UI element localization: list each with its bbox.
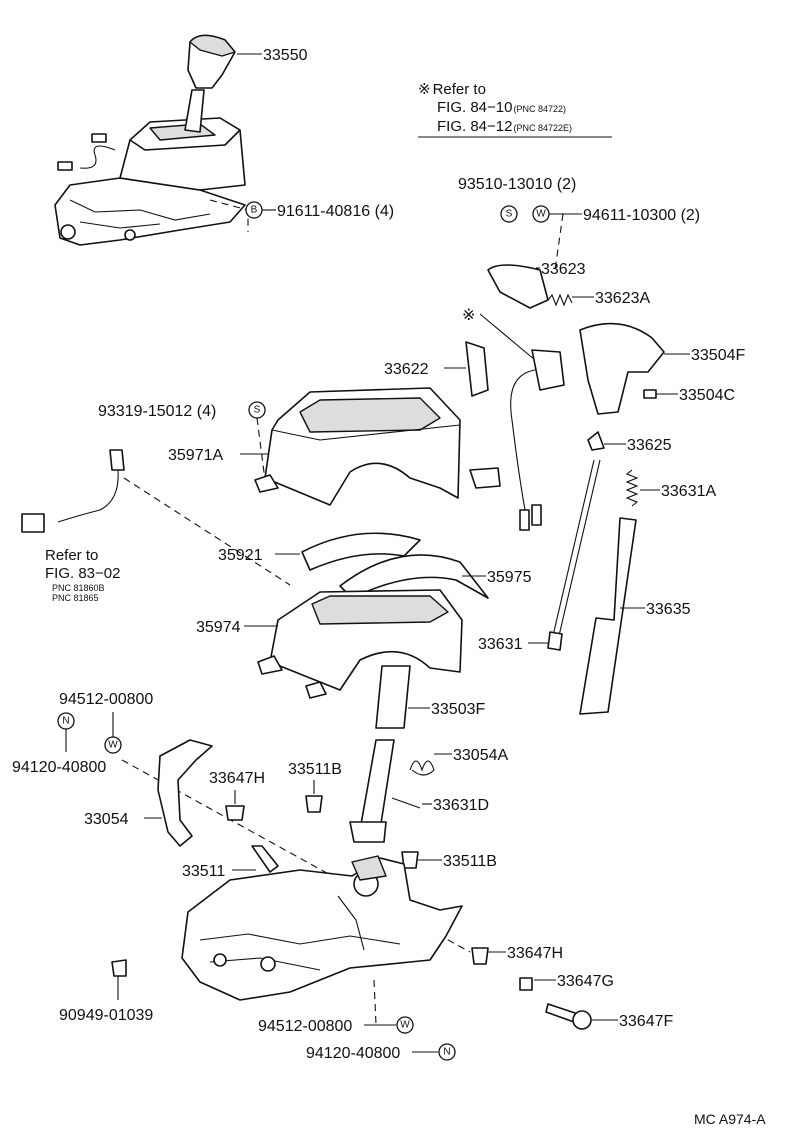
part-number-33631: 33631 [478, 636, 523, 653]
svg-text:S: S [506, 209, 513, 220]
svg-text:FIG. 84−10(PNC 84722): FIG. 84−10(PNC 84722) [437, 99, 566, 116]
bolt-symbol-letter: B [251, 205, 258, 216]
part-number-94120-top: 94120-40800 [12, 759, 106, 776]
note-fig1-pnc: (PNC 84722) [513, 104, 566, 114]
part-number-33647H-top: 33647H [209, 770, 265, 787]
asterisk-marker: ※ [462, 307, 475, 324]
shift-knob [579, 322, 665, 415]
part-number-33504F: 33504F [691, 347, 745, 364]
slide-cover [339, 554, 489, 599]
part-number-33635: 33635 [646, 601, 691, 618]
part-number-94512-top: 94512-00800 [59, 691, 153, 708]
part-number-33623: 33623 [541, 261, 586, 278]
part-number-33647H: 33647H [507, 945, 563, 962]
part-number-33504C: 33504C [679, 387, 735, 404]
part-number-33511B-top: 33511B [288, 761, 342, 778]
part-number-35974: 35974 [196, 619, 241, 636]
shift-sleeve [375, 665, 411, 729]
part-number-35971A: 35971A [168, 447, 223, 464]
svg-text:PNC 81865: PNC 81865 [52, 593, 99, 603]
part-number-91611: 91611-40816 (4) [277, 203, 394, 220]
shift-lever-assembly [54, 34, 246, 246]
part-number-33647F: 33647F [619, 1013, 673, 1030]
part-number-33623A: 33623A [595, 290, 650, 307]
svg-text:FIG. 84−12(PNC 84722E): FIG. 84−12(PNC 84722E) [437, 118, 572, 135]
position-cover [465, 341, 489, 397]
part-number-93319: 93319-15012 (4) [98, 403, 216, 420]
svg-text:W: W [536, 209, 546, 220]
part-number-94611: 94611-10300 (2) [583, 207, 700, 224]
note-fig2: FIG. 84−12 [437, 118, 512, 135]
part-number-33511B: 33511B [443, 853, 497, 870]
refer-note-top: ※Refer to FIG. 84−10(PNC 84722) FIG. 84−… [418, 81, 612, 138]
part-number-33511: 33511 [182, 863, 225, 880]
svg-text:※Refer to: ※Refer to [418, 81, 486, 98]
svg-text:W: W [400, 1020, 410, 1031]
refer-note-left: Refer to FIG. 83−02 PNC 81860B PNC 81865 [45, 547, 120, 603]
nut-symbol-2 [438, 1043, 456, 1061]
part-number-33503F: 33503F [431, 701, 485, 718]
part-number-94512-bottom: 94512-00800 [258, 1018, 352, 1035]
part-number-35921: 35921 [218, 547, 263, 564]
shift-base [181, 855, 463, 1001]
svg-text:S: S [254, 405, 261, 416]
part-number-33625: 33625 [627, 437, 672, 454]
part-number-93510: 93510-13010 (2) [458, 176, 576, 193]
screw-symbol [500, 205, 518, 223]
svg-text:N: N [62, 716, 69, 727]
part-number-33550: 33550 [263, 47, 308, 64]
svg-text:FIG. 83−02: FIG. 83−02 [45, 565, 120, 582]
svg-text:Refer to: Refer to [45, 547, 98, 564]
part-number-94120-bottom: 94120-40800 [306, 1045, 400, 1062]
svg-text:W: W [108, 740, 118, 751]
svg-text:PNC 81860B: PNC 81860B [52, 583, 105, 593]
note-refer-to: Refer to [433, 81, 486, 98]
note-fig1: FIG. 84−10 [437, 99, 512, 116]
part-number-90949: 90949-01039 [59, 1007, 153, 1024]
knob-button [487, 264, 549, 309]
note-symbol: ※ [418, 81, 431, 98]
part-number-33647G: 33647G [557, 973, 614, 990]
detent-lever [157, 739, 213, 847]
part-number-33622: 33622 [384, 361, 429, 378]
release-rod [579, 517, 637, 715]
part-number-35975: 35975 [487, 569, 532, 586]
part-number-33631A: 33631A [661, 483, 716, 500]
knob-switch [531, 349, 565, 391]
slide-plate [301, 532, 421, 571]
part-number-33054A: 33054A [453, 747, 508, 764]
part-number-33054: 33054 [84, 811, 129, 828]
note-fig2-pnc: (PNC 84722E) [513, 123, 572, 133]
part-number-33631D: 33631D [433, 797, 489, 814]
figure-code: MC A974-A [694, 1111, 766, 1127]
washer-symbol-3 [396, 1016, 414, 1034]
svg-text:N: N [443, 1047, 450, 1058]
